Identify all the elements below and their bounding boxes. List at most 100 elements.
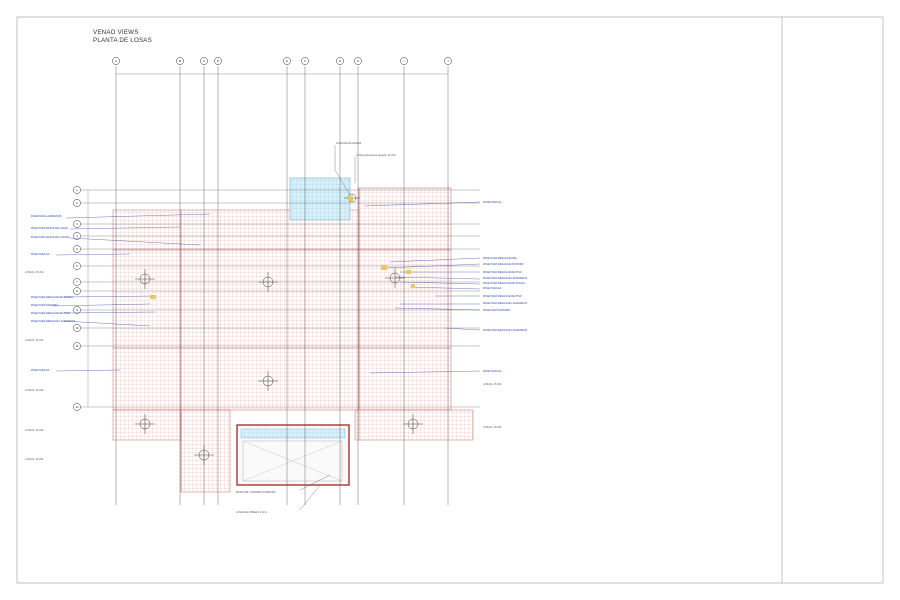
axis-bubble-B — [176, 57, 184, 65]
axis-bubble-5 — [73, 245, 81, 253]
right-annotations: PASE PARA AA PASE PARA DESAGUE PMA PASE … — [483, 200, 527, 373]
note-r7: PASE PARA AA — [483, 286, 501, 290]
axis-bubble-4 — [73, 232, 81, 240]
axis-bubble-G — [336, 57, 344, 65]
left-annotations: PASE PARA LAVAMANOS PASE PARA PILETA DE … — [31, 214, 75, 372]
note-r3: PASE PARA DESAGUE INODORO — [483, 262, 524, 266]
axis-label-4: 4 — [76, 234, 78, 238]
note-ac2: PASE PARA AA — [31, 368, 49, 372]
note-lav2: PASE PARA DESAGUE LAVAMANOS — [31, 319, 75, 323]
axis-label-3: 3 — [76, 222, 78, 226]
axis-bubble-A — [112, 57, 120, 65]
axis-bubble-9 — [73, 306, 81, 314]
axis-label-D: D — [217, 59, 220, 63]
sheet-subtitle: PLANTA DE LOSAS — [93, 37, 152, 44]
slab-areas — [112, 177, 474, 493]
axis-label-J: J — [447, 59, 449, 63]
column-symbols — [135, 193, 423, 465]
axis-label-10: 10 — [75, 326, 79, 330]
axis-bubble-12 — [73, 403, 81, 411]
note-r11: PASE PARA DESAGUE LAVAMANOS — [483, 328, 527, 332]
axis-label-9: 9 — [76, 308, 78, 312]
note-losa-1: LOSA E: 15 CM — [25, 270, 43, 274]
leader-lines — [51, 201, 481, 374]
axis-bubble-H — [354, 57, 362, 65]
axis-bubble-2 — [73, 199, 81, 207]
axis-label-B: B — [179, 59, 181, 63]
note-r9: PASE PARA DESAGUE LAVAMANOS — [483, 301, 527, 305]
bottom-annotations: MURO DE CONCRETO ARMADO LOSA DEL PANELS … — [236, 490, 276, 514]
note-losa-5: LOSA E: 15 CM — [25, 457, 43, 461]
note-losa-r1: LOSA E: 15 CM — [483, 382, 501, 386]
slab-bottom-right — [354, 409, 474, 441]
axis-bubble-E — [283, 57, 291, 65]
axis-label-12: 12 — [75, 405, 79, 409]
axis-bubble-C — [200, 57, 208, 65]
note-top-2: LOSA para tanque aqua E: 15 CM — [356, 153, 395, 157]
left-slab-notes: LOSA E: 15 CM LOSA E: 15 CM LOSA E: 15 C… — [25, 270, 43, 461]
right-slab-notes: LOSA E: 15 CM LOSA E: 15 CM — [483, 382, 501, 429]
note-bottom-1: MURO DE CONCRETO ARMADO — [236, 490, 276, 494]
axis-label-A: A — [115, 59, 117, 63]
note-losa-r2: LOSA E: 15 CM — [483, 425, 501, 429]
note-r10: PASE PARA INODORO — [483, 308, 510, 312]
note-top-1: LOSA ESCALONADA — [336, 141, 361, 145]
axis-bubble-3 — [73, 220, 81, 228]
axis-label-8: 8 — [76, 289, 78, 293]
note-ac: PASE PARA AA — [31, 252, 49, 256]
note-piso: PASE PARA DESAGUE DE PISO — [31, 311, 70, 315]
slab-bottom-left — [112, 409, 182, 441]
note-r4: PASE PARA DESAGUE DE PISO — [483, 270, 522, 274]
axis-bubble-10 — [73, 324, 81, 332]
slab-bottom-stem — [180, 409, 231, 493]
note-losa-2: LOSA E: 15 CM — [25, 338, 43, 342]
axis-bubble-J — [444, 57, 452, 65]
axis-bubble-6 — [73, 262, 81, 270]
note-pileta-cocina: PASE PARA PILETA DE COCINA — [31, 235, 70, 239]
note-r2: PASE PARA DESAGUE PMA — [483, 256, 517, 260]
note-lav: PASE PARA LAVAMANOS — [31, 214, 62, 218]
axis-label-I: I — [404, 59, 405, 63]
top-annotations: LOSA ESCALONADA LOSA para tanque aqua E:… — [336, 141, 395, 157]
note-r12: PASE PARA AA — [483, 369, 501, 373]
pass-marker — [406, 270, 411, 274]
axis-label-F: F — [304, 59, 306, 63]
note-r8: PASE PARA DESAGUE DE PISO — [483, 294, 522, 298]
axis-bubble-7 — [73, 278, 81, 286]
axis-label-2: 2 — [76, 201, 78, 205]
axis-label-G: G — [339, 59, 342, 63]
note-ducha: PASE PARA DESAGUE DE DUCHA — [31, 295, 73, 299]
axis-label-11: 11 — [75, 344, 78, 348]
note-inodoro: PASE PARA INODORO — [31, 303, 58, 307]
pass-marker — [150, 295, 156, 299]
axis-bubble-8 — [73, 287, 81, 295]
slab-right — [358, 187, 452, 411]
sheet-border — [16, 16, 884, 584]
axis-label-6: 6 — [76, 264, 78, 268]
axis-label-5: 5 — [76, 247, 78, 251]
axis-bubble-1 — [73, 186, 81, 194]
axis-bubble-D — [214, 57, 222, 65]
note-r5: PASE PARA DESAGUE LAVAMANOS — [483, 276, 527, 280]
axis-label-1: 1 — [76, 188, 78, 192]
axis-label-C: C — [203, 59, 206, 63]
axis-label-7: 7 — [76, 280, 78, 284]
note-pileta: PASE PARA PILETA DE LAVAR — [31, 226, 68, 230]
pass-marker — [381, 265, 387, 270]
axis-bubble-I — [400, 57, 408, 65]
note-losa-3: LOSA E: 15 CM — [25, 388, 43, 392]
note-losa-4: LOSA E: 15 CM — [25, 428, 43, 432]
pass-marker — [411, 284, 415, 288]
sheet-title: VENAO VIEWS — [93, 29, 139, 36]
axis-bubble-F — [301, 57, 309, 65]
axis-bubble-11 — [73, 342, 81, 350]
note-bottom-2: LOSA DEL PANELS 1.5cm — [236, 510, 267, 514]
note-r1: PASE PARA AA — [483, 200, 501, 204]
axis-label-H: H — [357, 59, 359, 63]
pass-marker — [348, 196, 353, 201]
slab-stair — [289, 177, 351, 221]
